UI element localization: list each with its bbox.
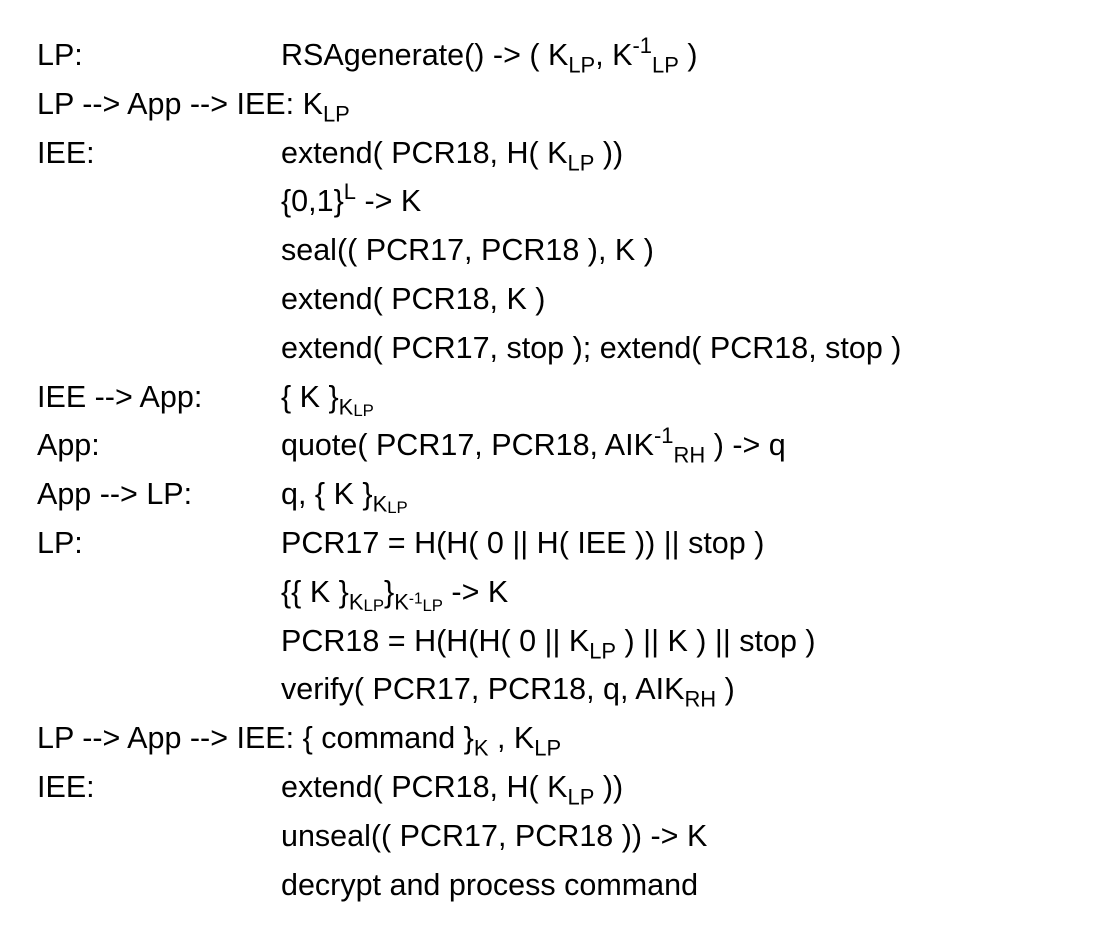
step-subscript: RH: [684, 687, 717, 713]
step-segment: quote( PCR17, PCR18, AIK: [281, 428, 654, 463]
step-text: RSAgenerate() -> ( KLP, K-1LP ): [281, 31, 698, 80]
step-segment: extend( PCR18, K ): [281, 281, 546, 316]
step-text: {0,1}L -> K: [281, 177, 421, 226]
step-segment: LP --> App --> IEE: K: [37, 86, 323, 121]
step-text: PCR18 = H(H(H( 0 || KLP ) || K ) || stop…: [281, 617, 816, 666]
step-subsubscript: LP: [363, 595, 385, 615]
protocol-listing: LP: RSAgenerate() -> ( KLP, K-1LP ) LP -…: [37, 31, 1087, 909]
step-segment: RSAgenerate() -> ( K: [281, 38, 569, 72]
step-text: extend( PCR18, H( KLP )): [281, 129, 623, 178]
protocol-row: IEE: extend( PCR18, H( KLP )): [37, 129, 1087, 178]
protocol-row: PCR18 = H(H(H( 0 || KLP ) || K ) || stop…: [37, 617, 1087, 666]
step-segment: ) || K ) || stop ): [616, 623, 816, 658]
step-segment: PCR18 = H(H(H( 0 || K: [281, 623, 590, 658]
step-segment: decrypt and process command: [281, 867, 699, 902]
step-subsubscript: LP: [422, 595, 443, 615]
step-text: extend( PCR18, H( KLP )): [281, 763, 623, 812]
step-segment: { K }: [281, 379, 339, 414]
step-subscript: LP: [567, 784, 595, 810]
protocol-row: unseal(( PCR17, PCR18 )) -> K: [37, 812, 1087, 861]
step-subscript: K: [394, 589, 409, 615]
step-text: extend( PCR18, K ): [281, 275, 545, 324]
actor-label: LP:: [37, 38, 83, 72]
step-subscript: LP: [567, 150, 595, 176]
step-subscript: K: [348, 589, 364, 615]
step-text: LP --> App --> IEE: { command }K , KLP: [37, 721, 561, 759]
step-superscript: -1: [653, 423, 674, 449]
actor-label: IEE --> App:: [37, 379, 203, 414]
step-text: { K }KLP: [281, 373, 374, 422]
step-segment: unseal(( PCR17, PCR18 )) -> K: [281, 818, 708, 853]
actor-label: App:: [37, 428, 100, 463]
step-text: unseal(( PCR17, PCR18 )) -> K: [281, 812, 707, 861]
step-text: verify( PCR17, PCR18, q, AIKRH ): [281, 665, 735, 714]
step-text: quote( PCR17, PCR18, AIK-1RH ) -> q: [281, 421, 786, 470]
step-segment: )): [594, 769, 624, 804]
actor-label: IEE:: [37, 769, 95, 804]
step-segment: {0,1}: [281, 184, 344, 219]
step-segment: q, { K }: [281, 477, 373, 512]
protocol-row: extend( PCR18, K ): [37, 275, 1087, 324]
step-subscript: K: [473, 735, 489, 761]
actor-label: LP:: [37, 525, 83, 560]
step-text: LP --> App --> IEE: KLP: [37, 86, 350, 125]
step-subscript: LP: [589, 638, 617, 664]
step-segment: extend( PCR17, stop ); extend( PCR18, st…: [281, 330, 902, 365]
protocol-row: App: quote( PCR17, PCR18, AIK-1RH ) -> q: [37, 421, 1087, 470]
step-subsuperscript: -1: [408, 590, 423, 608]
step-segment: , K: [488, 721, 535, 756]
step-subscript: LP: [568, 52, 596, 78]
step-segment: ): [716, 672, 735, 707]
protocol-row: IEE --> App: { K }KLP: [37, 373, 1087, 422]
step-segment: verify( PCR17, PCR18, q, AIK: [281, 672, 685, 707]
step-segment: seal(( PCR17, PCR18 ), K ): [281, 233, 654, 268]
step-segment: ): [678, 38, 698, 72]
step-subscript: RH: [673, 443, 706, 469]
step-segment: extend( PCR18, H( K: [281, 135, 568, 170]
protocol-row: LP: RSAgenerate() -> ( KLP, K-1LP ): [37, 31, 1087, 80]
step-segment: LP --> App --> IEE: { command }: [37, 721, 474, 756]
step-text: PCR17 = H(H( 0 || H( IEE )) || stop ): [281, 519, 764, 568]
step-subscript: LP: [322, 101, 350, 127]
protocol-row: extend( PCR17, stop ); extend( PCR18, st…: [37, 324, 1087, 373]
step-segment: PCR17 = H(H( 0 || H( IEE )) || stop ): [281, 525, 765, 560]
protocol-row: seal(( PCR17, PCR18 ), K ): [37, 226, 1087, 275]
step-text: extend( PCR17, stop ); extend( PCR18, st…: [281, 324, 901, 373]
step-segment: -> K: [442, 574, 509, 609]
step-segment: {{ K }: [281, 574, 349, 609]
step-subscript: LP: [652, 52, 679, 78]
step-segment: ) -> q: [705, 428, 786, 463]
step-text: q, { K }KLP: [281, 470, 408, 519]
step-text: seal(( PCR17, PCR18 ), K ): [281, 226, 654, 275]
step-segment: extend( PCR18, H( K: [281, 769, 568, 804]
protocol-row: App --> LP: q, { K }KLP: [37, 470, 1087, 519]
protocol-row: LP --> App --> IEE: { command }K , KLP: [37, 714, 1087, 763]
step-subsubscript: LP: [353, 400, 374, 420]
actor-label: App --> LP:: [37, 477, 193, 512]
step-segment: , K: [595, 38, 633, 72]
protocol-row: LP --> App --> IEE: KLP: [37, 80, 1087, 129]
protocol-row: IEE: extend( PCR18, H( KLP )): [37, 763, 1087, 812]
step-text: decrypt and process command: [281, 861, 698, 910]
step-subsubscript: LP: [387, 498, 408, 518]
step-segment: )): [594, 135, 624, 170]
protocol-row: verify( PCR17, PCR18, q, AIKRH ): [37, 665, 1087, 714]
protocol-row: LP: PCR17 = H(H( 0 || H( IEE )) || stop …: [37, 519, 1087, 568]
step-text: {{ K }KLP}K-1LP -> K: [281, 568, 508, 617]
step-subscript: K: [372, 491, 388, 517]
step-superscript: -1: [632, 32, 653, 58]
protocol-row: {{ K }KLP}K-1LP -> K: [37, 568, 1087, 617]
step-subscript: K: [338, 394, 354, 420]
protocol-row: decrypt and process command: [37, 861, 1087, 910]
step-superscript: L: [343, 179, 356, 205]
step-segment: -> K: [356, 184, 422, 219]
step-segment: }: [384, 574, 395, 609]
step-subscript: LP: [534, 735, 562, 761]
actor-label: IEE:: [37, 135, 95, 170]
protocol-row: {0,1}L -> K: [37, 177, 1087, 226]
